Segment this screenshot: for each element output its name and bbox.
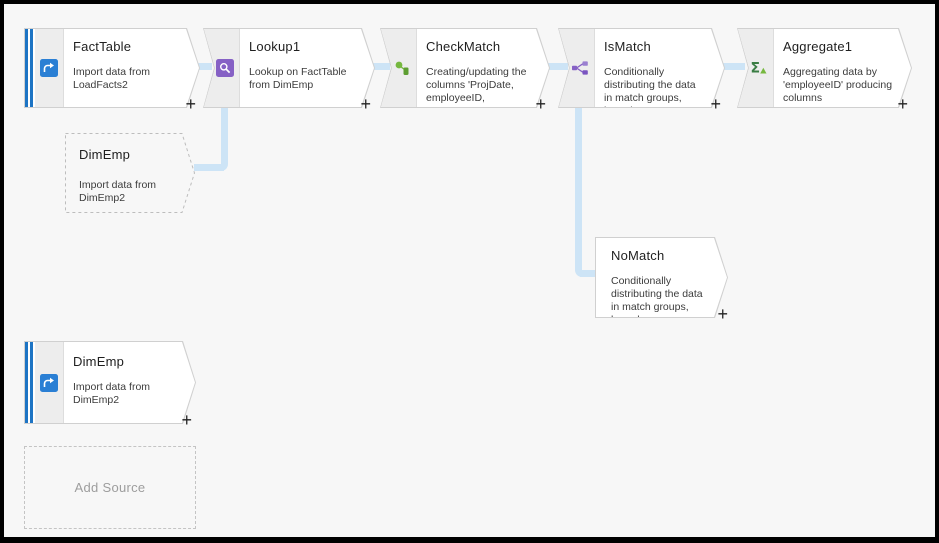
connector-ismatch-aggregate1 [717,63,745,70]
ghost-outline [65,133,195,213]
connector-dimempghost-lookup1-v [221,106,228,171]
node-nomatch[interactable]: NoMatch Conditionally distributing the d… [595,237,728,318]
node-description: Conditionally distributing the data in m… [611,275,703,326]
connector-lookup1-checkmatch [366,63,390,70]
add-source-label: Add Source [74,480,146,495]
node-description: Aggregating data by 'employeeID' produci… [783,66,893,104]
connector-checkmatch-ismatch [542,63,568,70]
add-transform-button[interactable]: + [710,94,721,114]
add-transform-button[interactable]: + [185,94,196,114]
node-description: Conditionally distributing the data in m… [604,66,696,117]
connector-dimempghost-lookup1-h [194,164,224,171]
node-title: CheckMatch [426,39,501,54]
node-aggregate1[interactable]: Σ Aggregate1 Aggregating data by 'employ… [737,28,912,113]
node-title: NoMatch [611,248,665,263]
source-stripe [25,342,35,423]
node-description: Import data from LoadFacts2 [73,66,151,91]
add-transform-button[interactable]: + [181,410,192,430]
node-lookup1[interactable]: Lookup1 Lookup on FactTable from DimEmp … [203,28,375,113]
node-dimemp[interactable]: DimEmp Import data from DimEmp2 + [24,341,196,429]
add-transform-button[interactable]: + [535,94,546,114]
source-icon [35,29,64,107]
svg-text:Σ: Σ [750,61,760,77]
node-title: Aggregate1 [783,39,853,54]
node-title: IsMatch [604,39,651,54]
connector-ismatch-nomatch-h [580,270,597,277]
connector-facttable-lookup1 [190,63,212,70]
node-ismatch[interactable]: IsMatch Conditionally distributing the d… [558,28,725,108]
node-title: DimEmp [79,147,131,162]
source-stripe [25,29,35,107]
node-title: DimEmp [73,354,125,369]
node-description: Import data from DimEmp2 [73,381,151,406]
add-source-button[interactable]: Add Source [24,446,196,529]
node-checkmatch[interactable]: CheckMatch Creating/updating the columns… [380,28,550,113]
node-description: Lookup on FactTable from DimEmp [249,66,347,91]
add-transform-button[interactable]: + [897,94,908,114]
add-transform-button[interactable]: + [717,304,728,324]
node-facttable[interactable]: FactTable Import data from LoadFacts2 + [24,28,200,113]
add-transform-button[interactable]: + [360,94,371,114]
node-title: FactTable [73,39,132,54]
node-description: Creating/updating the columns 'ProjDate,… [426,66,527,104]
node-dimemp-ghost[interactable]: DimEmp Import data from DimEmp2 [65,133,195,213]
node-description: Import data from DimEmp2 [79,179,157,204]
source-icon [35,342,64,423]
node-title: Lookup1 [249,39,301,54]
connector-ismatch-nomatch-v [575,106,582,277]
